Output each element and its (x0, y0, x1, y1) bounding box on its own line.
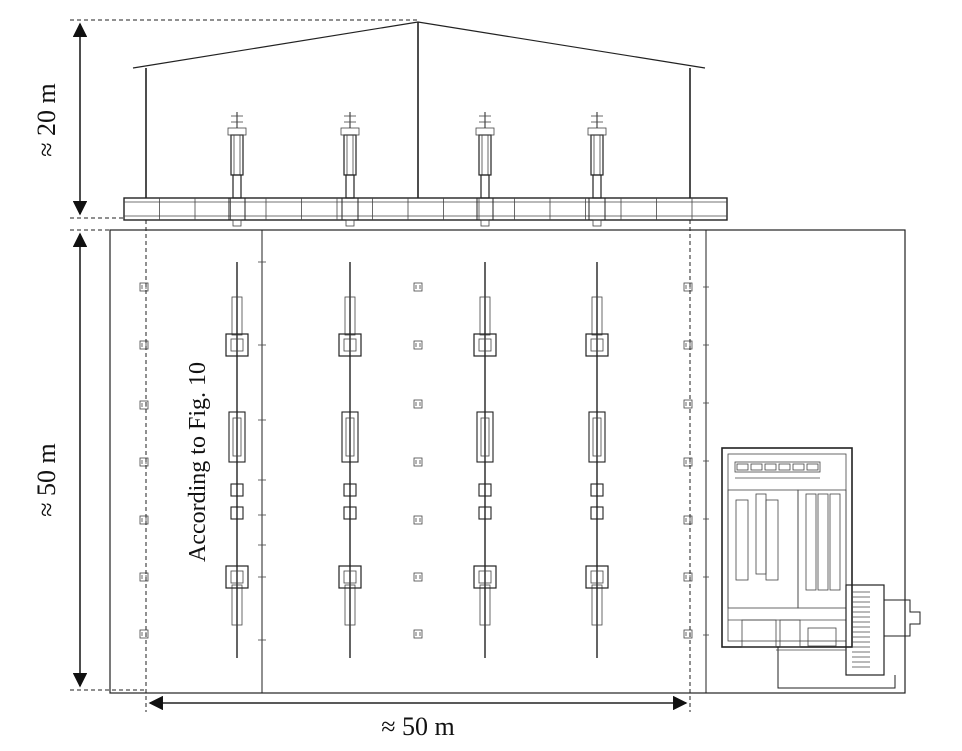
plan-breaker (228, 411, 246, 463)
plan-node (585, 565, 609, 589)
pillar-marker (413, 282, 423, 292)
dimension-depth (70, 229, 146, 691)
pillar-marker (413, 629, 423, 639)
pillar-marker (413, 457, 423, 467)
plan-node (473, 333, 497, 357)
depth-dimension-label: ≈ 50 m (32, 443, 61, 517)
pillar-marker (683, 572, 693, 582)
test-tower (475, 112, 495, 227)
grid-ticks-group (258, 261, 709, 641)
elevation-equipment-group (227, 112, 607, 227)
hall-foundation (123, 197, 728, 221)
pillar-marker (683, 457, 693, 467)
plan-breaker (588, 411, 606, 463)
plan-small-node (230, 483, 244, 497)
pillar-marker (139, 457, 149, 467)
test-line (585, 262, 609, 658)
test-tower (227, 112, 247, 227)
furniture-item (764, 463, 777, 471)
pillar-marker (683, 282, 693, 292)
furniture-item (750, 463, 763, 471)
elevation-view (123, 21, 728, 227)
test-line (225, 262, 249, 658)
pillar-marker (139, 572, 149, 582)
plan-small-node (478, 483, 492, 497)
plan-small-node (230, 506, 244, 520)
plan-small-node (590, 483, 604, 497)
plan-node (338, 565, 362, 589)
pillar-marker (413, 572, 423, 582)
plan-breaker (476, 411, 494, 463)
pillar-marker (413, 340, 423, 350)
pillar-marker (683, 515, 693, 525)
pillar-marker (683, 629, 693, 639)
pillar-markers-group (139, 282, 693, 639)
furniture-item (806, 463, 819, 471)
plan-small-node (590, 506, 604, 520)
pillar-marker (139, 629, 149, 639)
pillar-marker (413, 515, 423, 525)
furniture-item (792, 463, 805, 471)
pillar-marker (139, 515, 149, 525)
building-furniture (736, 463, 819, 471)
width-dimension-label: ≈ 50 m (381, 712, 455, 741)
furniture-item (736, 463, 749, 471)
foundation-divisions (159, 198, 693, 220)
hall-roof (132, 21, 706, 69)
dimension-height (70, 19, 418, 219)
test-line (338, 262, 362, 658)
pillar-marker (139, 340, 149, 350)
control-building (721, 447, 921, 689)
pillar-marker (139, 400, 149, 410)
pillar-marker (413, 399, 423, 409)
plan-view (109, 220, 921, 712)
plan-node (225, 565, 249, 589)
test-lines-group (225, 262, 609, 658)
plan-small-node (343, 483, 357, 497)
plan-node (473, 565, 497, 589)
plan-outline (109, 229, 906, 694)
height-dimension-label: ≈ 20 m (32, 83, 61, 157)
plan-node (585, 333, 609, 357)
plan-node (338, 333, 362, 357)
test-line (473, 262, 497, 658)
pillar-marker (139, 282, 149, 292)
furniture-item (778, 463, 791, 471)
plan-node (225, 333, 249, 357)
pillar-marker (683, 399, 693, 409)
test-tower (587, 112, 607, 227)
plan-small-node (343, 506, 357, 520)
plan-breaker (341, 411, 359, 463)
test-tower (340, 112, 360, 227)
reference-note-label: According to Fig. 10 (185, 362, 211, 562)
staircase (852, 591, 870, 668)
plan-small-node (478, 506, 492, 520)
pillar-marker (683, 340, 693, 350)
